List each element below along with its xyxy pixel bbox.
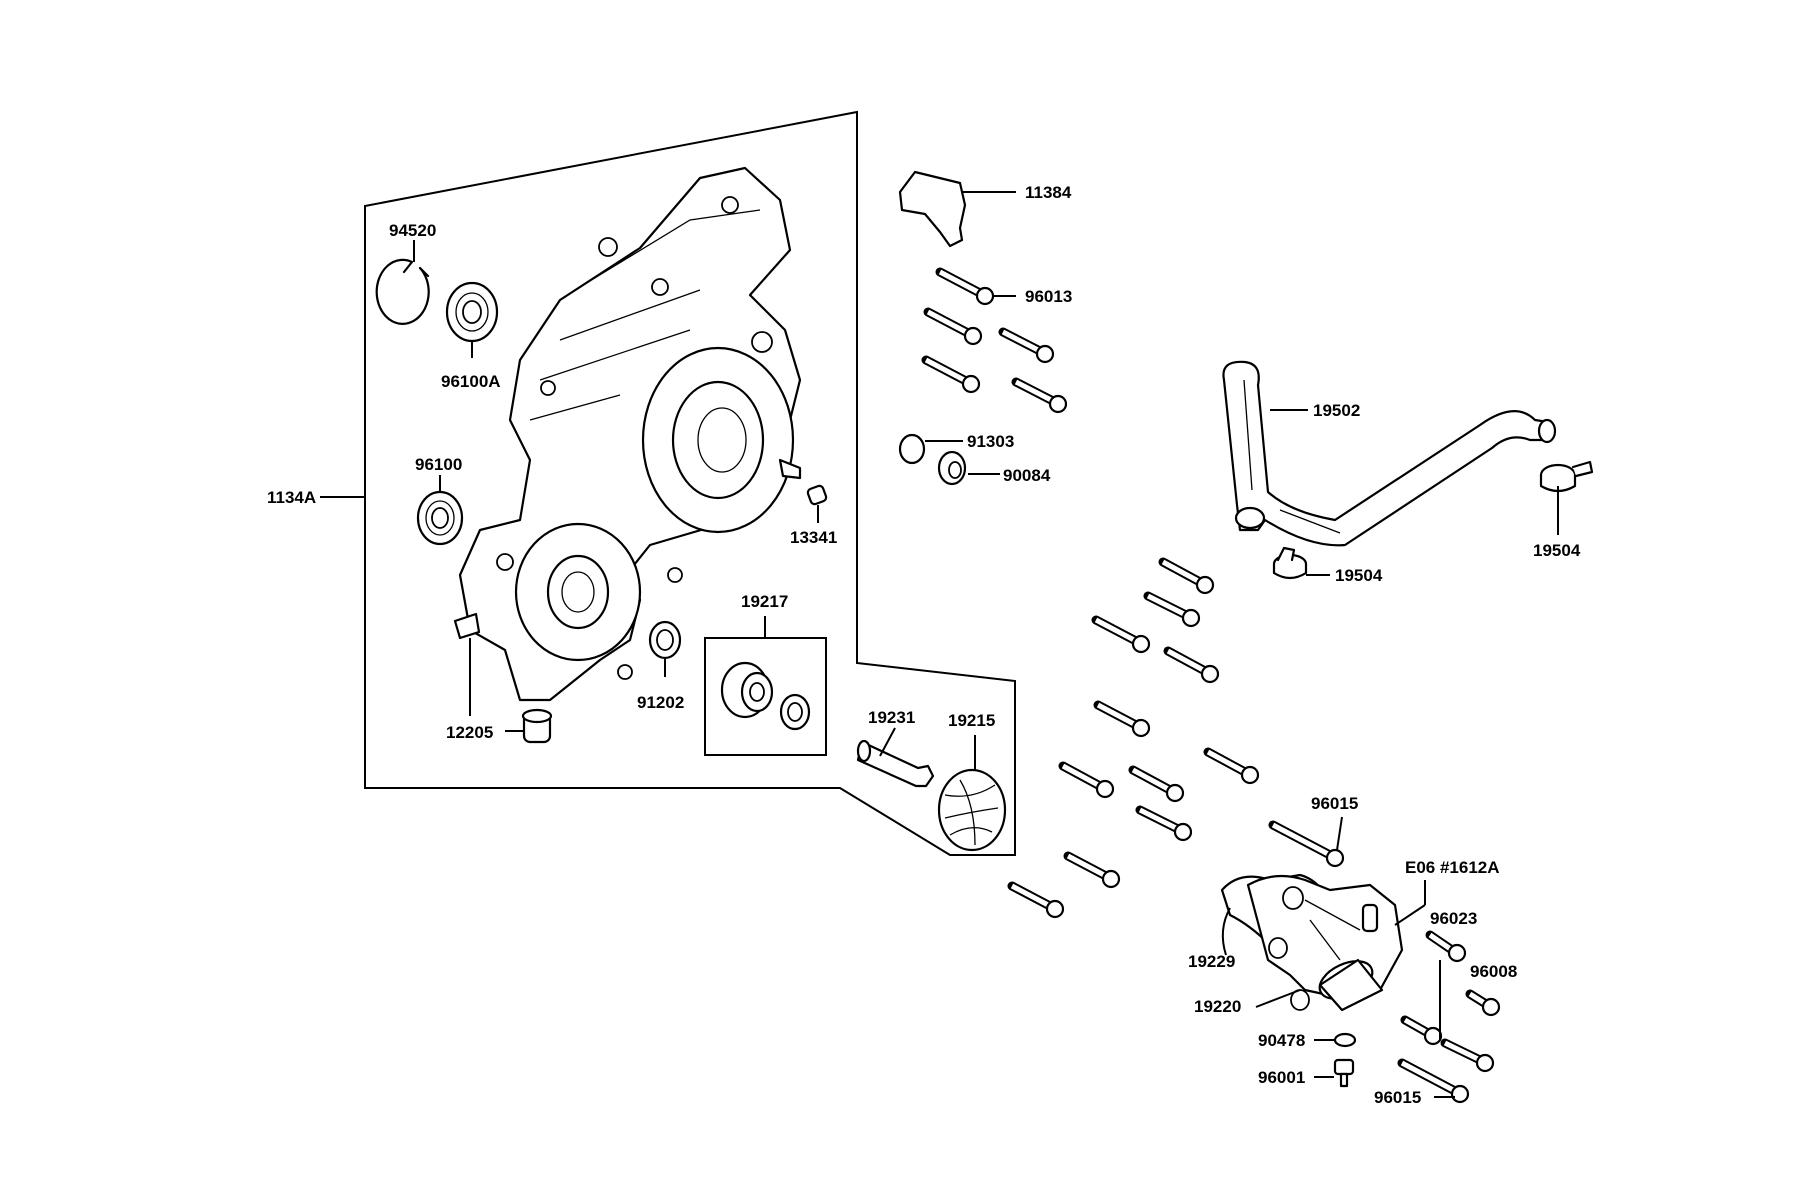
- bolt-96001-drawing: [1333, 1058, 1355, 1088]
- bracket-drawing: [898, 170, 967, 248]
- dowel-13341-drawing: [806, 484, 828, 506]
- label-19504-right: 19504: [1533, 541, 1581, 560]
- label-96001: 96001: [1258, 1068, 1305, 1087]
- clamp-right-drawing: [1539, 460, 1594, 493]
- bolt-96023-drawing: [1425, 930, 1467, 963]
- label-96100a: 96100A: [441, 372, 501, 391]
- label-19215: 19215: [948, 711, 995, 730]
- washer-90478-drawing: [1333, 1032, 1357, 1048]
- bolt-mid-10: [1063, 851, 1121, 889]
- bolt-mid-2: [1143, 591, 1201, 628]
- label-19231: 19231: [868, 708, 915, 727]
- bolt-mid-11: [1007, 881, 1065, 919]
- seal-kit-drawing: [720, 661, 811, 731]
- label-19229: 19229: [1188, 952, 1235, 971]
- bolt-mid-4: [1163, 646, 1220, 684]
- label-96013: 96013: [1025, 287, 1072, 306]
- label-19504-lower: 19504: [1335, 566, 1383, 585]
- leader-lines: [320, 191, 1559, 1098]
- bolt-mid-1: [1158, 557, 1215, 595]
- bolt-96013-a: [935, 267, 995, 306]
- label-13341: 13341: [790, 528, 837, 547]
- label-19502: 19502: [1313, 401, 1360, 420]
- bolt-mid-8: [1128, 765, 1185, 803]
- impeller-drawing: [937, 768, 1007, 852]
- label-1134a: 1134A: [267, 488, 316, 507]
- bolt-96015-top-drawing: [1268, 820, 1345, 868]
- crankcase-cover-drawing: [458, 166, 802, 702]
- label-19220: 19220: [1194, 997, 1241, 1016]
- bolt-96008-drawing: [1465, 989, 1501, 1017]
- label-94520: 94520: [389, 221, 436, 240]
- oring-91303-drawing: [898, 433, 926, 465]
- bolt-96013-b: [923, 307, 983, 346]
- label-96008: 96008: [1470, 962, 1517, 981]
- circlip-drawing: [375, 258, 430, 325]
- bushing-drawing: [453, 612, 481, 640]
- bolt-mid-5: [1093, 700, 1151, 738]
- bolts-group: [921, 267, 1501, 1104]
- plug-12205-drawing: [521, 708, 553, 744]
- hose-drawing: [1222, 360, 1557, 547]
- bearing-96100-drawing: [416, 490, 464, 546]
- label-90478: 90478: [1258, 1031, 1305, 1050]
- label-96015-bottom: 96015: [1374, 1088, 1421, 1107]
- oil-seal-drawing: [648, 620, 682, 660]
- crankcase-cover-group-outline: [364, 110, 1016, 856]
- bearing-96100a-drawing: [445, 281, 499, 343]
- label-19217: 19217: [741, 592, 788, 611]
- bolt-mid-9: [1135, 805, 1193, 842]
- pump-shaft-drawing: [856, 739, 935, 788]
- label-96100: 96100: [415, 455, 462, 474]
- bolt-96015-bottom-drawing: [1397, 1058, 1470, 1104]
- label-90084: 90084: [1003, 466, 1051, 485]
- label-12205: 12205: [446, 723, 493, 742]
- bolt-mid-6: [1203, 747, 1260, 785]
- bolt-96008b-drawing: [1440, 1038, 1495, 1073]
- label-91303: 91303: [967, 432, 1014, 451]
- bolt-mid-7: [1058, 761, 1115, 799]
- label-11384: 11384: [1025, 183, 1072, 202]
- pump-cover-drawing: [1220, 873, 1404, 1012]
- washer-90084-drawing: [937, 450, 967, 486]
- bolt-96023b-drawing: [1400, 1015, 1443, 1046]
- clamp-lower-drawing: [1272, 546, 1308, 580]
- label-91202: 91202: [637, 693, 684, 712]
- bolt-96013-e: [1011, 377, 1068, 414]
- label-96023: 96023: [1430, 909, 1477, 928]
- label-e06-ref: E06 #1612A: [1405, 858, 1500, 877]
- bolt-96013-c: [998, 327, 1055, 364]
- bolt-mid-3: [1091, 615, 1151, 654]
- bolt-96013-d: [921, 355, 981, 394]
- label-96015-top: 96015: [1311, 794, 1358, 813]
